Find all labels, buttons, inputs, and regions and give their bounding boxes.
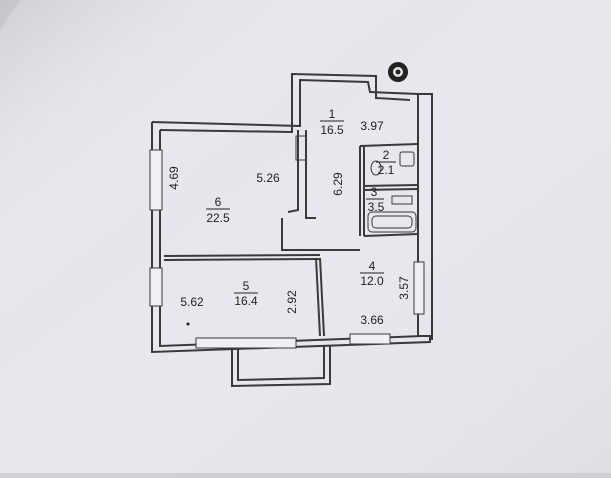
plan-element [163, 258, 321, 261]
plan-element [195, 337, 297, 349]
plan-element [363, 233, 419, 237]
plan-element [281, 218, 300, 251]
plan-element [363, 188, 419, 191]
room-5-depth: 2.92 [285, 290, 299, 314]
plan-element [163, 254, 321, 257]
shelf [391, 195, 413, 205]
marker-dot [186, 322, 190, 326]
compass-icon [388, 62, 408, 82]
plan-element [395, 69, 401, 75]
room-2-number: 2 [383, 148, 390, 162]
room-6-depth: 4.69 [167, 166, 181, 190]
plan-element [359, 143, 419, 147]
plan-element [149, 267, 163, 307]
plan-element [287, 130, 299, 213]
room-1-number: 1 [329, 107, 336, 121]
plan-element [371, 215, 413, 229]
plan-element [363, 184, 419, 187]
windows [149, 149, 425, 349]
plan-element [159, 72, 411, 134]
room-6-area: 22.5 [206, 211, 230, 225]
room-4-width: 3.66 [360, 313, 384, 327]
plan-element [315, 257, 321, 337]
room-4-area: 12.0 [360, 274, 384, 288]
room-4-depth: 3.57 [397, 276, 411, 300]
bathtub [367, 211, 417, 233]
plan-element [237, 346, 325, 382]
plan-element [349, 333, 391, 345]
room-6-number: 6 [215, 195, 222, 209]
room-3-area: 3.5 [368, 200, 385, 214]
room-5-area: 16.4 [234, 294, 258, 308]
room-1-length: 6.29 [331, 172, 345, 196]
plan-element [231, 346, 331, 388]
room-1-area: 16.5 [320, 123, 344, 137]
fixtures [295, 135, 417, 233]
room-5-width: 5.62 [180, 295, 204, 309]
room-1-width: 3.97 [360, 119, 384, 133]
room-2-area: 2.1 [378, 163, 395, 177]
room-6-width: 5.26 [256, 171, 280, 185]
room-5-number: 5 [243, 279, 250, 293]
toilet [370, 160, 382, 176]
room-4-number: 4 [369, 259, 376, 273]
sink [399, 151, 415, 167]
room-3-number: 3 [371, 185, 378, 199]
plan-element [418, 93, 433, 340]
plan-element [413, 261, 425, 315]
vent-shaft [295, 135, 307, 161]
walls [151, 72, 433, 388]
plan-element [319, 257, 325, 337]
plan-element [149, 149, 163, 211]
